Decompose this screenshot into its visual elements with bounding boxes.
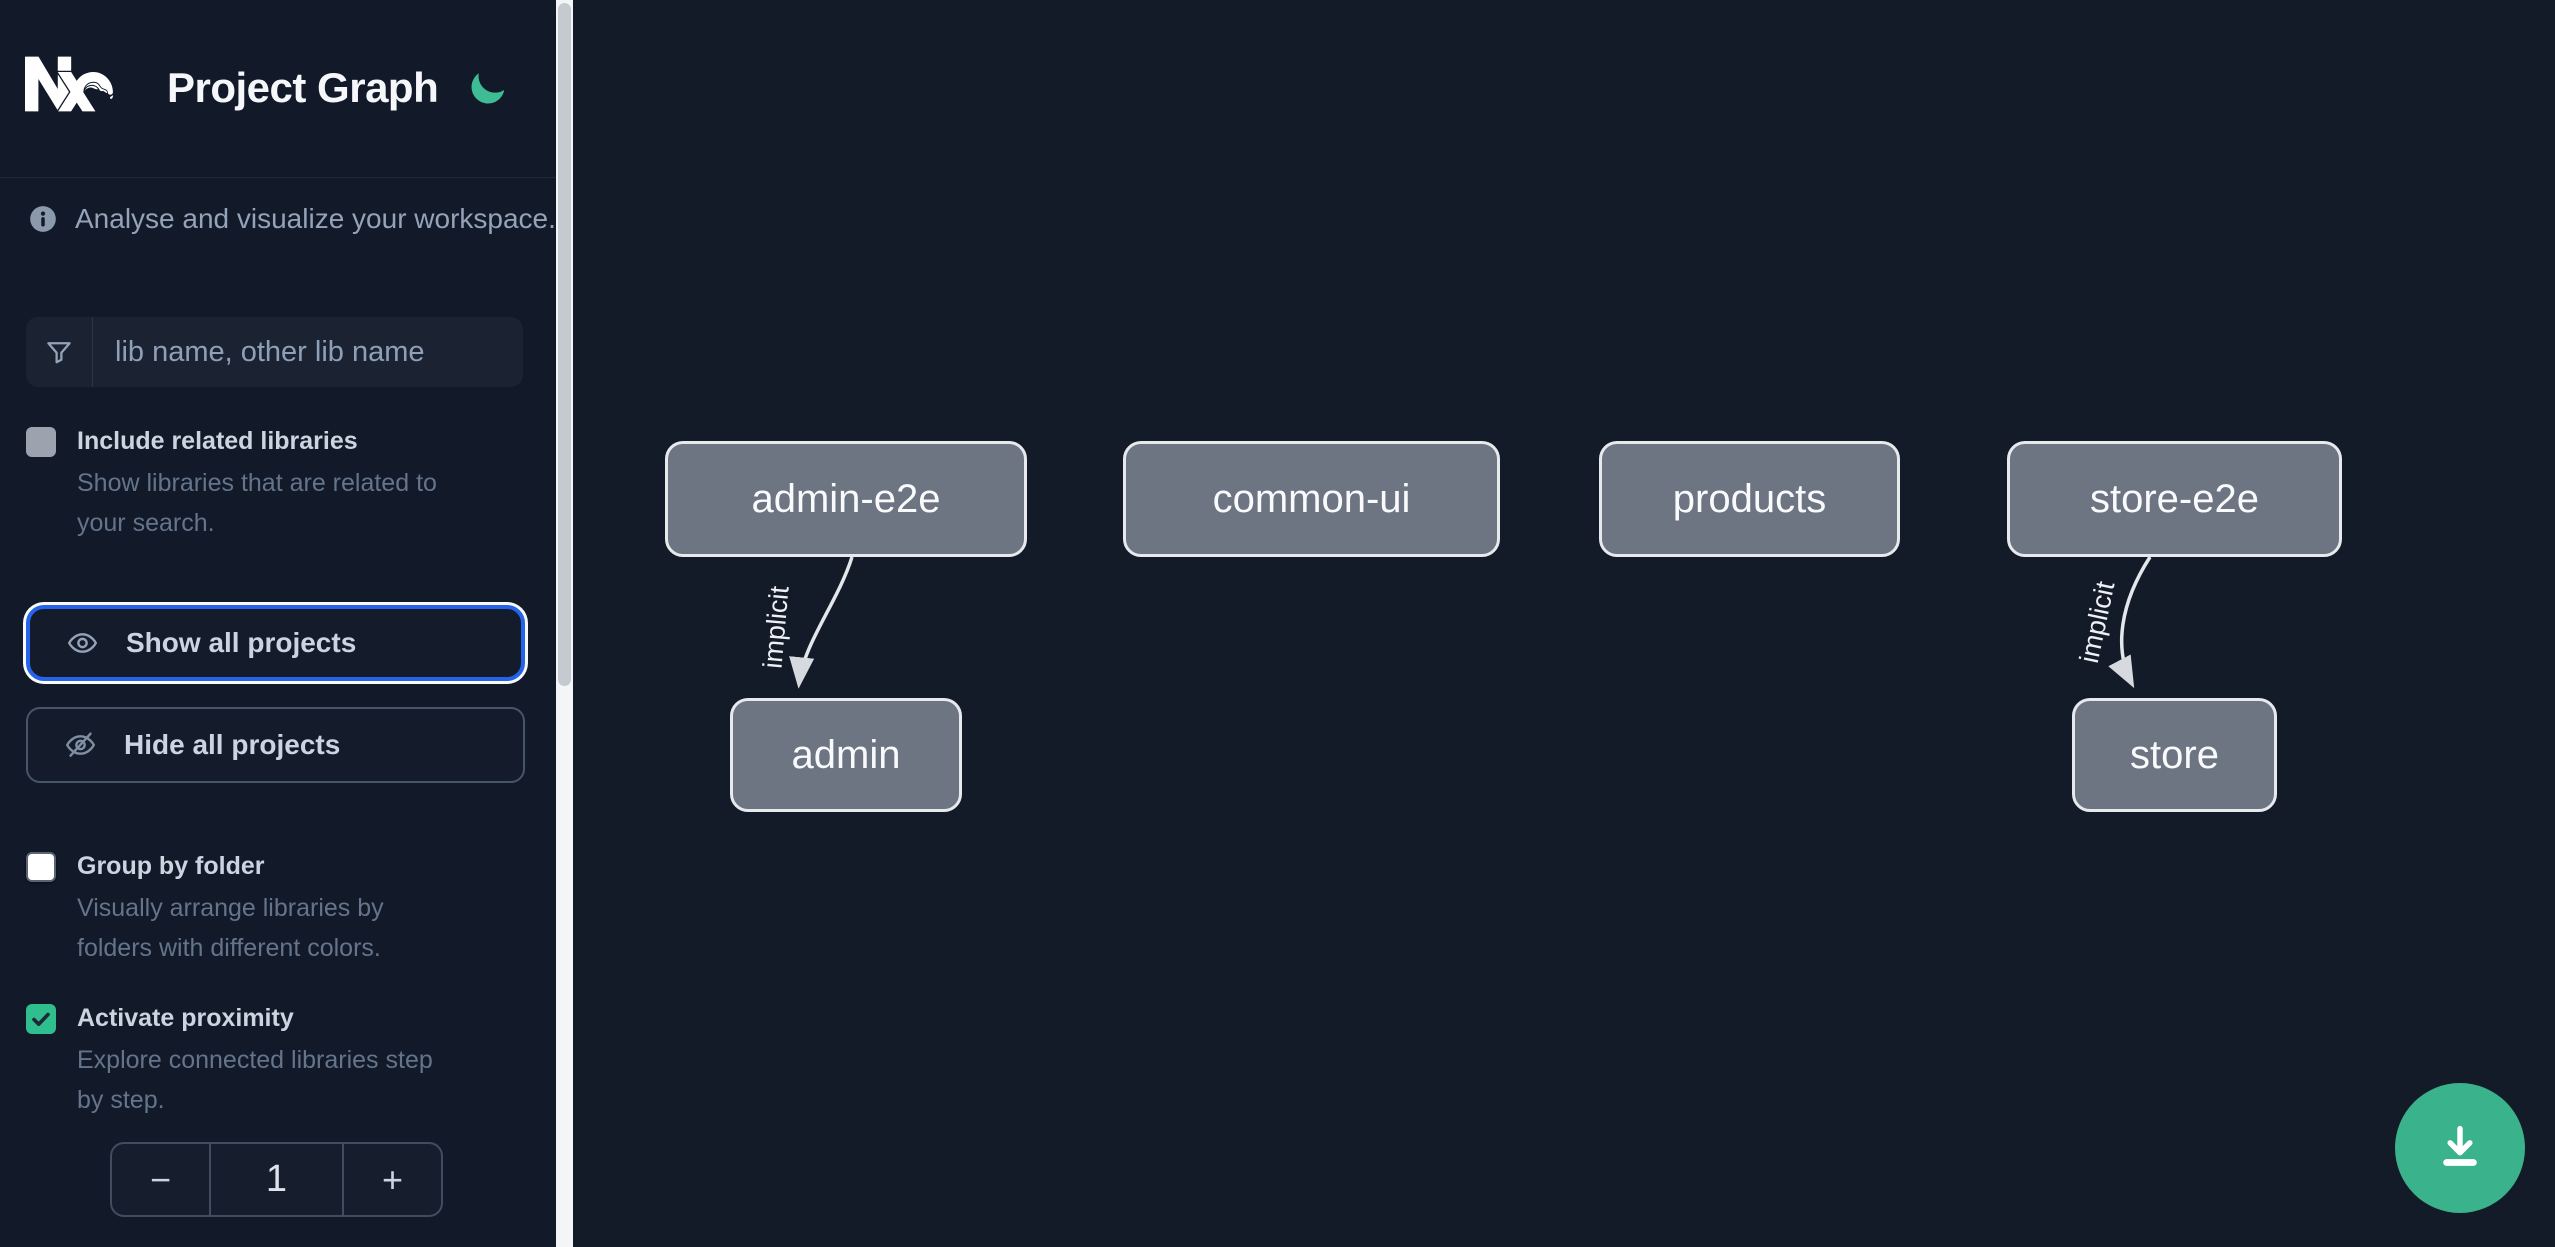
sidebar: Project Graph Analyse and visualize your…: [0, 0, 556, 1247]
include-related-description: Show libraries that are related to your …: [77, 469, 437, 537]
proximity-depth-stepper: − 1 +: [110, 1142, 443, 1217]
workspace-tagline-row: Analyse and visualize your workspace.: [29, 203, 556, 235]
download-icon: [2443, 1125, 2477, 1166]
sidebar-scrollbar-thumb[interactable]: [558, 3, 571, 686]
sidebar-scrollbar-track: [556, 0, 573, 1247]
hide-all-projects-button[interactable]: Hide all projects: [26, 707, 525, 783]
group-by-folder-checkbox[interactable]: [26, 852, 56, 882]
graph-canvas[interactable]: implicit implicit admin-e2e common-ui pr…: [573, 0, 2555, 1247]
proximity-depth-value: 1: [209, 1144, 344, 1215]
eye-icon: [67, 633, 98, 653]
download-graph-button[interactable]: [2395, 1083, 2525, 1213]
checkbox-row-activate-proximity[interactable]: Activate proximity Explore connected lib…: [26, 1001, 477, 1120]
activate-proximity-description: Explore connected libraries step by step…: [77, 1046, 433, 1114]
graph-node-store-e2e[interactable]: store-e2e: [2007, 441, 2342, 557]
graph-edges: implicit implicit: [754, 556, 2152, 689]
graph-node-store[interactable]: store: [2072, 698, 2277, 812]
graph-node-products[interactable]: products: [1599, 441, 1900, 557]
graph-node-common-ui[interactable]: common-ui: [1123, 441, 1500, 557]
sidebar-header: Project Graph: [0, 0, 556, 178]
search-input[interactable]: [93, 317, 523, 387]
check-icon: [32, 1012, 50, 1027]
include-related-label: Include related libraries: [77, 427, 358, 455]
search-box: [26, 317, 523, 387]
theme-toggle-button[interactable]: [460, 60, 516, 116]
graph-node-admin-e2e[interactable]: admin-e2e: [665, 441, 1027, 557]
moon-icon: [471, 72, 505, 103]
eye-off-icon: [65, 732, 96, 757]
show-all-projects-label: Show all projects: [126, 627, 357, 658]
hide-all-projects-label: Hide all projects: [124, 729, 341, 760]
increment-button[interactable]: +: [344, 1144, 441, 1215]
info-icon: [30, 206, 56, 232]
edge-store-e2e-to-store: [2108, 556, 2152, 689]
checkbox-row-include-related[interactable]: Include related libraries Show libraries…: [26, 424, 477, 543]
graph-node-admin[interactable]: admin: [730, 698, 962, 812]
activate-proximity-checkbox[interactable]: [26, 1004, 56, 1034]
activate-proximity-label: Activate proximity: [77, 1004, 294, 1032]
group-by-folder-description: Visually arrange libraries by folders wi…: [77, 894, 384, 962]
decrement-button[interactable]: −: [112, 1144, 209, 1215]
filter-icon-cell: [26, 317, 93, 387]
filter-funnel-icon: [47, 342, 71, 364]
checkbox-row-group-by-folder[interactable]: Group by folder Visually arrange librari…: [26, 849, 477, 968]
group-by-folder-label: Group by folder: [77, 852, 265, 880]
edge-label-implicit-store: implicit: [2074, 578, 2121, 665]
page-title: Project Graph: [167, 64, 439, 111]
nx-logo-icon: [25, 56, 113, 112]
include-related-checkbox[interactable]: [26, 427, 56, 457]
show-all-projects-button[interactable]: Show all projects: [26, 605, 525, 681]
workspace-tagline: Analyse and visualize your workspace.: [75, 203, 556, 234]
edge-label-implicit-admin: implicit: [757, 584, 794, 669]
edge-admin-e2e-to-admin: [789, 556, 854, 689]
